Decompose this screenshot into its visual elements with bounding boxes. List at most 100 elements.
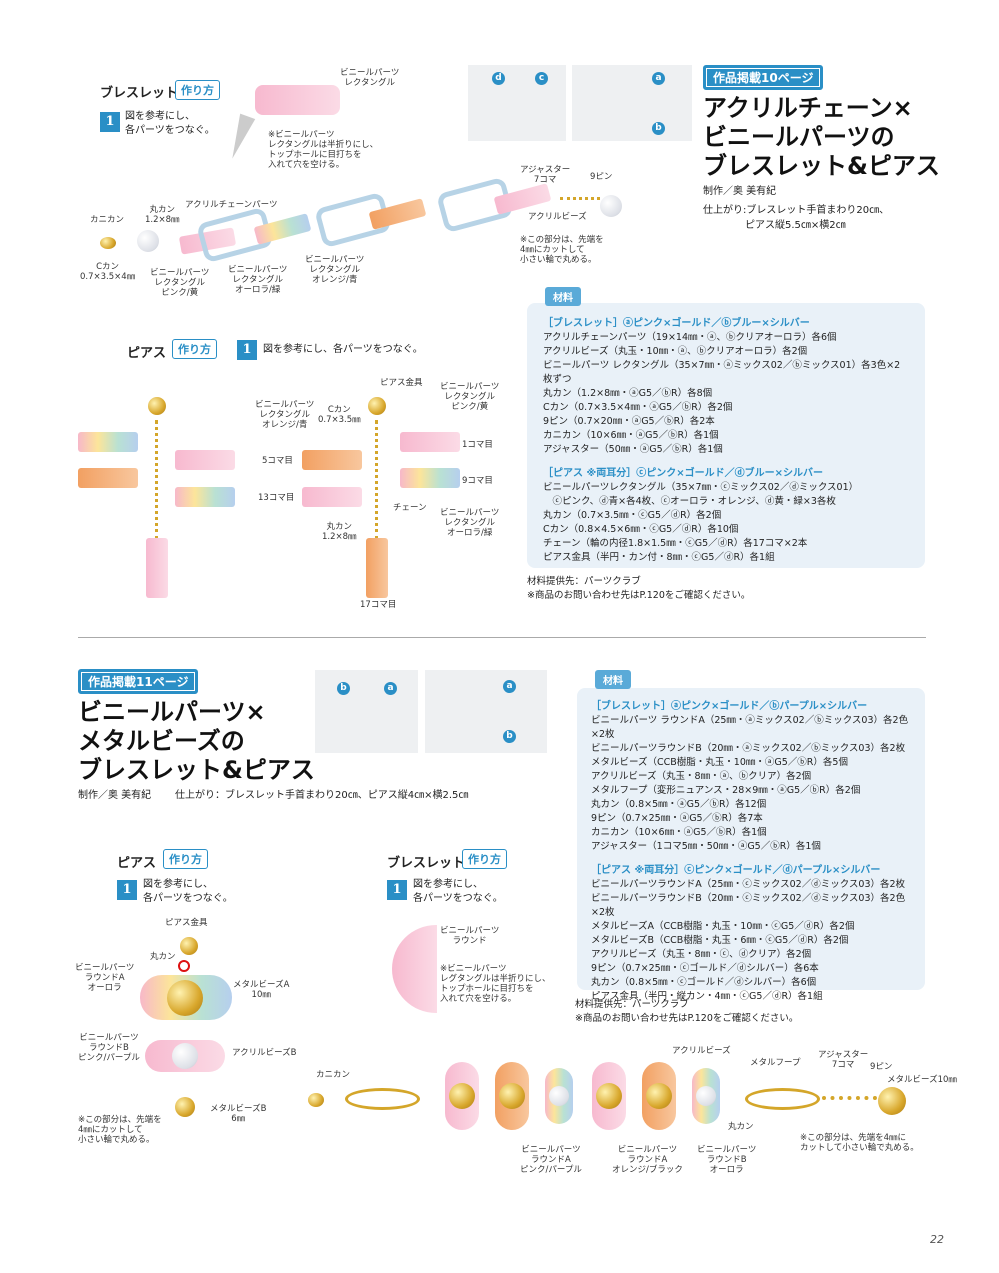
label-jumpring: 丸カン	[150, 952, 176, 962]
materials-heading: ［ピアス ※両耳分］ⓒピンク×ゴールド／ⓓブルー×シルバー	[543, 468, 823, 479]
marker-c: c	[535, 72, 548, 85]
label-ccan: Cカン 0.7×3.5×4㎜	[80, 262, 136, 282]
product-photo-earrings	[468, 65, 566, 141]
metal-hoop	[345, 1088, 420, 1110]
earring-post-icon	[368, 397, 386, 415]
materials-box: ［ブレスレット］ⓐピンク×ゴールド／ⓑパープル×シルバー ビニールパーツ ラウン…	[577, 688, 925, 1002]
step-text: 図を参考にし、各パーツをつなぐ。	[263, 344, 423, 355]
clasp-icon	[100, 237, 116, 249]
finish-size: 仕上がり:ブレスレット手首まわり20㎝、	[703, 205, 890, 216]
product-photo-bracelets	[572, 65, 692, 141]
material-item: アジャスター（50㎜・ⓐG5／ⓑR）各1個	[543, 444, 723, 455]
material-item: ピアス金具（半円・カン付・8㎜・ⓒG5／ⓓR）各1組	[543, 552, 775, 563]
acrylic-bead	[172, 1043, 198, 1069]
metal-bead	[499, 1083, 525, 1109]
vinyl-part	[175, 487, 235, 507]
inquiry: ※商品のお問い合わせ先はP.120をご確認ください。	[575, 1013, 799, 1024]
jumpring	[178, 960, 190, 972]
material-item: 丸カン（1.2×8㎜・ⓐG5／ⓑR）各8個	[543, 388, 713, 399]
material-item: 丸カン（0.7×3.5㎜・ⓒG5／ⓓR）各2個	[543, 510, 722, 521]
metal-bead-a	[167, 980, 203, 1016]
supplier: 材料提供先：パーツクラブ	[575, 999, 689, 1010]
earring-post-icon	[148, 397, 166, 415]
vinyl-part	[146, 538, 168, 598]
article-title: アクリルチェーン× ビニールパーツの ブレスレット&ピアス	[703, 94, 940, 180]
label-vinyl-aurora: ビニールパーツ レクタングル オーロラ/緑	[440, 508, 500, 538]
metal-hoop	[745, 1088, 820, 1110]
label-vinyl-pink: ビニールパーツ レクタングル ピンク/黄	[150, 268, 210, 298]
label-metal-hoop: メタルフープ	[750, 1058, 801, 1068]
vinyl-part	[302, 487, 362, 507]
materials-tab: 材料	[595, 670, 631, 689]
bracelet-heading: ブレスレット	[387, 856, 466, 871]
howto-badge: 作り方	[462, 849, 507, 869]
adjuster-chain	[560, 197, 600, 200]
material-item: メタルフープ（変形ニュアンス・28×9㎜・ⓐG5／ⓑR）各2個	[591, 785, 861, 796]
note-cut: ※この部分は、先端を4㎜に カットして小さい輪で丸める。	[800, 1133, 919, 1153]
note-cut: ※この部分は、先端を 4㎜にカットして 小さい輪で丸める。	[78, 1115, 162, 1145]
howto-badge: 作り方	[175, 80, 220, 100]
note-cut: ※この部分は、先端を 4㎜にカットして 小さい輪で丸める。	[520, 235, 604, 265]
supplier: 材料提供先：パーツクラブ	[527, 576, 641, 587]
article-title: ビニールパーツ× メタルビーズの ブレスレット&ピアス	[78, 698, 315, 784]
material-item: メタルビーズB（CCB樹脂・丸玉・6㎜・ⓒG5／ⓓR）各2個	[591, 935, 849, 946]
chain	[155, 420, 158, 540]
label-clasp: カニカン	[90, 215, 125, 225]
label-post: ピアス金具	[380, 378, 423, 388]
material-item: 9ピン（0.7×25㎜・ⓒゴールド／ⓓシルバー）各6本	[591, 963, 819, 974]
marker-a: a	[384, 682, 397, 695]
label-acrylic-chain: アクリルチェーンパーツ	[185, 200, 278, 210]
label-post: ピアス金具	[165, 918, 208, 928]
label-9pin: 9ピン	[870, 1062, 893, 1072]
earring-heading: ピアス	[127, 346, 167, 361]
vinyl-part	[400, 432, 460, 452]
step-number: 1	[117, 880, 137, 900]
material-item: ピアス金具（半円・縦カン・4㎜・ⓒG5／ⓓR）各1組	[591, 991, 823, 1002]
materials-heading: ［ピアス ※両耳分］ⓒピンク×ゴールド／ⓓパープル×シルバー	[591, 865, 881, 876]
label-clasp: カニカン	[316, 1070, 351, 1080]
label-metal10: メタルビーズ10㎜	[887, 1075, 957, 1085]
metal-bead-b	[175, 1097, 195, 1117]
finish-size-earring: ピアス縦5.5㎝×横2㎝	[745, 220, 846, 231]
material-item: 9ピン（0.7×25㎜・ⓐG5／ⓑR）各7本	[591, 813, 763, 824]
label-jumpring: 丸カン 1.2×8㎜	[322, 522, 357, 542]
awl-icon	[224, 113, 256, 162]
step-text: 図を参考にし、 各パーツをつなぐ。	[413, 879, 503, 904]
inquiry: ※商品のお問い合わせ先はP.120をご確認ください。	[527, 590, 751, 601]
label-vinyl-orange: ビニールパーツ レクタングル オレンジ/青	[255, 400, 315, 430]
bracelet-heading: ブレスレット	[100, 86, 179, 101]
label-link5: 5コマ目	[262, 456, 293, 466]
material-item: アジャスター（1コマ5㎜・50㎜・ⓐG5／ⓑR）各1個	[591, 841, 821, 852]
vinyl-part	[78, 468, 138, 488]
materials-heading: ［ブレスレット］ⓐピンク×ゴールド／ⓑブルー×シルバー	[543, 318, 810, 329]
acrylic-bead	[549, 1086, 569, 1106]
label-vinyl-orange: ビニールパーツ レクタングル オレンジ/青	[305, 255, 365, 285]
vinyl-part	[400, 468, 460, 488]
vinyl-rect-illustration	[255, 85, 340, 115]
label-adjuster: アジャスター 7コマ	[520, 165, 571, 185]
step-number: 1	[387, 880, 407, 900]
material-item: ビニールパーツ ラウンドA（25㎜・ⓐミックス02／ⓑミックス03）各2色×2枚	[591, 715, 909, 740]
page-ref-tag: 作品掲載10ページ	[703, 65, 824, 90]
material-item: アクリルビーズ（丸玉・8㎜・ⓒ、ⓓクリア）各2個	[591, 949, 812, 960]
acrylic-bead	[137, 230, 159, 252]
marker-a: a	[503, 680, 516, 693]
material-item: Cカン（0.7×3.5×4㎜・ⓐG5／ⓑR）各2個	[543, 402, 733, 413]
step-text: 図を参考にし、 各パーツをつなぐ。	[125, 111, 215, 136]
adjuster-chain	[822, 1096, 877, 1100]
step-text: 図を参考にし、 各パーツをつなぐ。	[143, 879, 233, 904]
material-item: ビニールパーツラウンドB（20㎜・ⓒミックス02／ⓓミックス03）各2色×2枚	[591, 893, 906, 918]
label-link9: 9コマ目	[462, 476, 493, 486]
vinyl-part	[78, 432, 138, 452]
marker-d: d	[492, 72, 505, 85]
credit: 制作／奥 美有紀	[78, 790, 152, 801]
materials-tab: 材料	[545, 287, 581, 306]
credit: 制作／奥 美有紀	[703, 186, 777, 197]
label-vinyl-b: ビニールパーツ ラウンドB ピンク/パープル	[78, 1033, 140, 1063]
material-item: ⓒピンク、ⓓ青×各4枚、ⓒオーロラ・オレンジ、ⓓ黄・緑×3各枚	[543, 496, 836, 507]
material-item: アクリルチェーンパーツ（19×14㎜・ⓐ、ⓑクリアオーロラ）各6個	[543, 332, 837, 343]
vinyl-part	[175, 450, 235, 470]
label-jumpring: 丸カン 1.2×8㎜	[145, 205, 180, 225]
note-fold: ※ビニールパーツ レグタングルは半折りにし、 トップホールに目打ちを 入れて穴を…	[440, 964, 551, 1004]
material-item: アクリルビーズ（丸玉・10㎜・ⓐ、ⓑクリアオーロラ）各2個	[543, 346, 808, 357]
